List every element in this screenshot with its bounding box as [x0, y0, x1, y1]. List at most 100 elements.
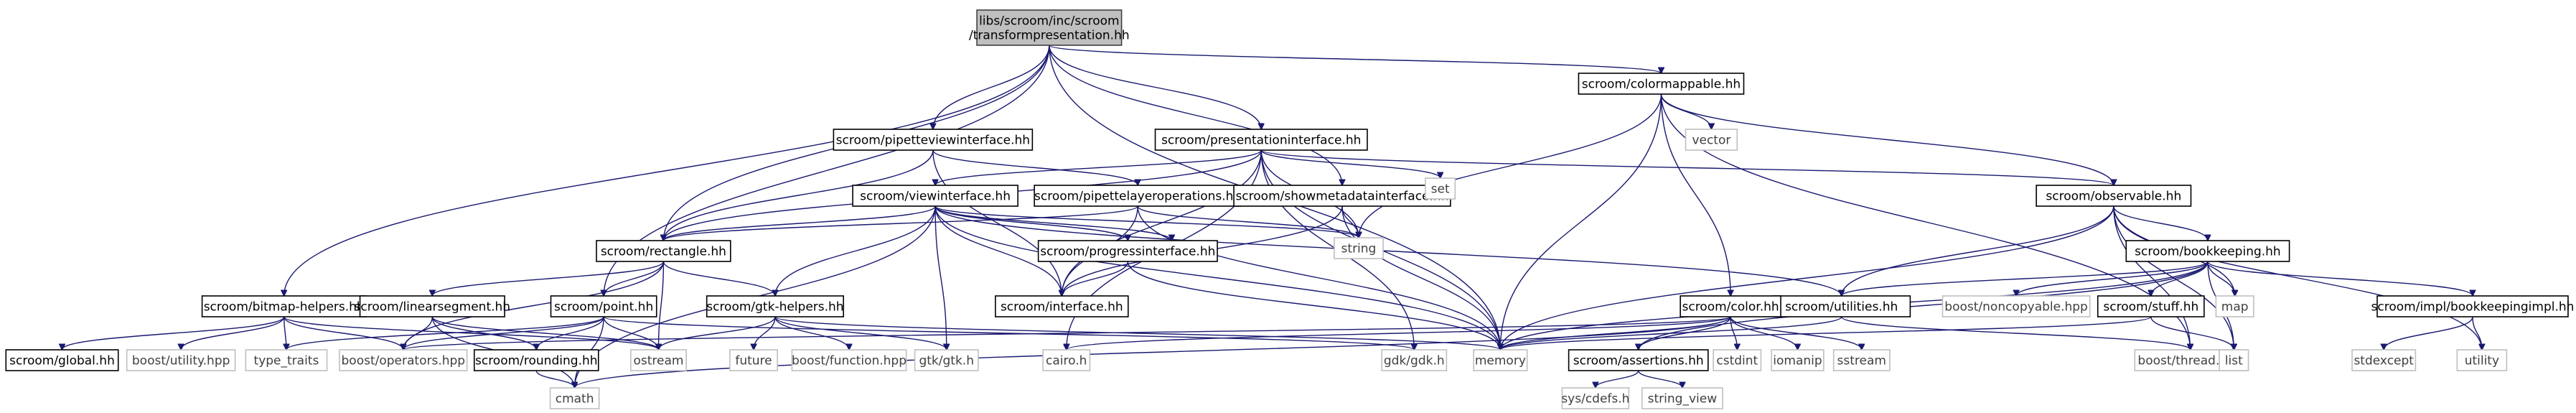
node-label: string_view — [1648, 392, 1718, 407]
include-edge — [2113, 205, 2482, 350]
include-edge — [2113, 205, 2208, 241]
node-box — [359, 295, 505, 317]
node-string_view: string_view — [1641, 387, 1723, 409]
include-edge — [1840, 316, 2191, 351]
include-edge — [935, 205, 1171, 241]
node-label: utility — [2465, 354, 2499, 368]
node-box — [995, 295, 1129, 317]
node-label: cairo.h — [1046, 354, 1087, 368]
include-edge — [775, 205, 936, 296]
node-iomanip: iomanip — [1771, 349, 1825, 371]
node-box — [245, 349, 328, 371]
node-observable[interactable]: scroom/observable.hh — [2036, 185, 2192, 207]
include-edge — [774, 316, 849, 350]
node-label: scroom/assertions.hh — [1573, 354, 1704, 368]
node-viewinterface[interactable]: scroom/viewinterface.hh — [852, 185, 1018, 207]
node-label: type_traits — [254, 354, 319, 368]
node-function: boost/function.hpp — [791, 349, 907, 371]
include-edge — [1842, 261, 2209, 297]
node-assertions[interactable]: scroom/assertions.hh — [1568, 349, 1709, 371]
node-vector: vector — [1685, 129, 1738, 151]
node-label: scroom/gtk-helpers.hh — [706, 300, 843, 315]
node-label: scroom/linearsegment.hh — [355, 300, 511, 315]
node-box — [126, 349, 236, 371]
node-presentationinterface[interactable]: scroom/presentationinterface.hh — [1154, 129, 1368, 151]
include-edge — [431, 316, 658, 350]
node-label: scroom/colormappable.hh — [1582, 78, 1741, 92]
node-label: /transformpresentation.hh — [969, 29, 1130, 43]
node-gtk-helpers[interactable]: scroom/gtk-helpers.hh — [706, 295, 844, 317]
node-rounding[interactable]: scroom/rounding.hh — [473, 349, 599, 371]
node-stuff[interactable]: scroom/stuff.hh — [2097, 295, 2205, 317]
node-label: scroom/showmetadatainterface.hh — [1235, 190, 1448, 204]
include-edge — [1049, 45, 1662, 73]
include-edge — [403, 316, 1731, 350]
include-edge — [604, 261, 665, 296]
node-set: set — [1425, 177, 1456, 200]
include-edge — [1639, 316, 1731, 350]
include-edge — [662, 261, 775, 296]
include-edge — [658, 316, 776, 350]
node-label: scroom/stuff.hh — [2103, 300, 2198, 315]
include-edge — [575, 316, 1731, 388]
node-label: list — [2225, 354, 2243, 368]
node-label: stdexcept — [2353, 354, 2414, 368]
node-linearsegment[interactable]: scroom/linearsegment.hh — [355, 295, 511, 317]
node-box — [976, 9, 1123, 46]
node-pipetteviewinterface[interactable]: scroom/pipetteviewinterface.hh — [833, 129, 1034, 151]
include-edge — [932, 149, 1138, 185]
node-label: scroom/bitmap-helpers.hh — [204, 300, 365, 315]
include-edge — [935, 205, 1128, 241]
include-edge — [284, 316, 659, 351]
include-edge — [774, 316, 947, 350]
node-box — [1334, 237, 1384, 259]
node-layer: libs/scroom/inc/scroom/transformpresenta… — [5, 9, 2575, 409]
node-color[interactable]: scroom/color.hh — [1680, 295, 1781, 317]
include-edge — [1260, 149, 1440, 179]
node-box — [729, 349, 778, 371]
node-root[interactable]: libs/scroom/inc/scroom/transformpresenta… — [969, 9, 1130, 46]
node-sstream: sstream — [1832, 349, 1891, 371]
node-label: scroom/rounding.hh — [475, 354, 598, 368]
node-bookkeeping[interactable]: scroom/bookkeeping.hh — [2125, 240, 2290, 262]
node-box — [2215, 295, 2254, 317]
node-rectangle[interactable]: scroom/rectangle.hh — [596, 240, 731, 262]
node-label: scroom/pipetteviewinterface.hh — [836, 134, 1030, 148]
include-edge — [1341, 205, 1500, 350]
node-showmetadatainterface[interactable]: scroom/showmetadatainterface.hh — [1233, 185, 1451, 207]
node-bookkeepingimpl[interactable]: scroom/impl/bookkeepingimpl.hh — [2371, 295, 2575, 317]
node-box — [2376, 295, 2569, 317]
node-label: scroom/viewinterface.hh — [860, 190, 1011, 204]
node-interface[interactable]: scroom/interface.hh — [995, 295, 1129, 317]
node-point[interactable]: scroom/point.hh — [550, 295, 657, 317]
node-box — [1680, 295, 1781, 317]
node-bitmap-helpers[interactable]: scroom/bitmap-helpers.hh — [201, 295, 367, 317]
node-box — [201, 295, 367, 317]
node-label: boost/operators.hpp — [342, 354, 466, 368]
node-colormappable[interactable]: scroom/colormappable.hh — [1578, 73, 1745, 95]
node-global[interactable]: scroom/global.hh — [5, 349, 119, 371]
node-map: map — [2215, 295, 2254, 317]
node-utilities[interactable]: scroom/utilities.hh — [1772, 295, 1911, 317]
node-box — [852, 185, 1018, 207]
include-edge — [1062, 261, 1129, 296]
node-type_traits: type_traits — [245, 349, 328, 371]
node-pipettelayeroperations[interactable]: scroom/pipettelayeroperations.hh — [1034, 185, 1242, 207]
node-label: set — [1431, 182, 1450, 197]
node-label: scroom/color.hh — [1682, 300, 1779, 315]
node-box — [5, 349, 119, 371]
node-label: scroom/utilities.hh — [1785, 300, 1898, 315]
include-edge — [1062, 149, 1262, 296]
node-label: boost/utility.hpp — [132, 354, 230, 368]
node-box — [1034, 185, 1242, 207]
node-label: scroom/presentationinterface.hh — [1161, 134, 1361, 148]
node-box — [1641, 387, 1723, 409]
node-box — [1578, 73, 1745, 95]
node-string: string — [1334, 237, 1384, 259]
node-box — [1832, 349, 1891, 371]
include-edge — [2113, 205, 2191, 350]
node-box — [1685, 129, 1738, 151]
node-progressinterface[interactable]: scroom/progressinterface.hh — [1037, 240, 1218, 262]
node-label: gdk/gdk.h — [1384, 354, 1445, 368]
include-edge — [536, 316, 604, 350]
